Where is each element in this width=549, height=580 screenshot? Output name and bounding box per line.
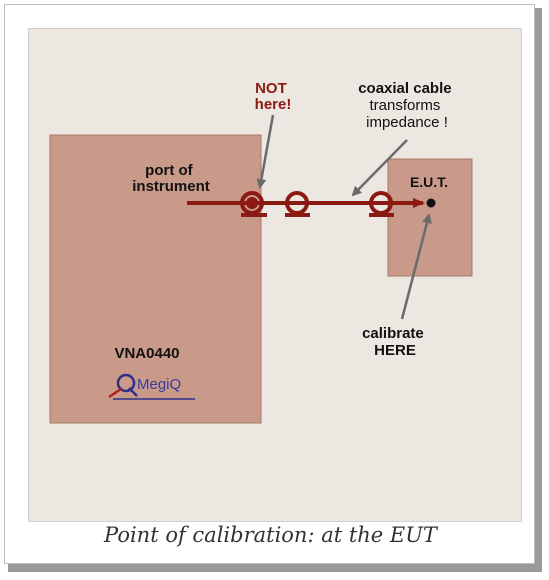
- figure-frame: NOT here! coaxial cable transforms imped…: [4, 4, 535, 564]
- brand-name: MegiQ: [137, 376, 181, 393]
- calibration-diagram: NOT here! coaxial cable transforms imped…: [49, 80, 473, 424]
- calibrate-arrow: [400, 213, 432, 320]
- cable-label: coaxial cable transforms impedance !: [358, 80, 456, 131]
- calibrate-label: calibrate HERE: [362, 325, 428, 359]
- calibration-point-dot: [426, 198, 436, 208]
- not-here-arrow: [256, 114, 275, 189]
- cable-arrow: [351, 139, 408, 197]
- megiq-logo-icon: [108, 373, 195, 400]
- instrument-box: [49, 134, 262, 424]
- not-here-label: NOT here!: [255, 80, 292, 113]
- figure-caption: Point of calibration: at the EUT: [104, 523, 437, 547]
- eut-label: E.U.T.: [410, 174, 448, 190]
- instrument-port-label: port of instrument: [132, 162, 210, 195]
- instrument-model-label: VNA0440: [114, 345, 179, 362]
- connector-cable-start-icon: [285, 191, 310, 217]
- connector-cable-end-icon: [369, 191, 394, 217]
- connector-instrument-icon: [240, 191, 267, 217]
